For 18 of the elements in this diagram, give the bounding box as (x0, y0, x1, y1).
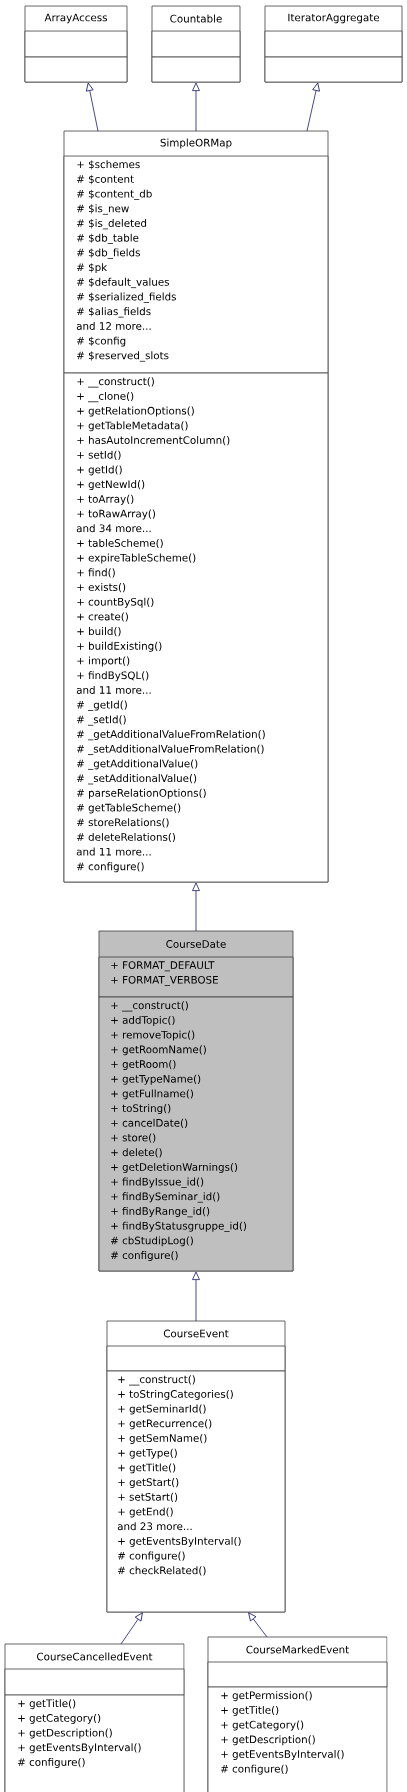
empty-compartment (264, 56, 403, 83)
empty-compartment (151, 56, 241, 83)
member-compartment: + $schemes # $content # $content_db # $is_new # $is_deleted # $db_table # $db_fields # $pk # $default_values # $serialized_fields # $alias_fields and 12 more... # $config # $reserved_slots (63, 155, 329, 374)
empty-compartment (24, 30, 128, 58)
empty-compartment (207, 1661, 388, 1688)
empty-compartment (151, 30, 241, 58)
member-compartment: + FORMAT_DEFAULT + FORMAT_VERBOSE (98, 956, 294, 998)
inheritance-arrow (192, 1271, 200, 1322)
inheritance-arrow (192, 82, 200, 132)
inheritance-arrow (248, 1612, 268, 1638)
empty-compartment (4, 1668, 185, 1696)
inheritance-arrow (306, 82, 320, 132)
empty-compartment (264, 30, 403, 58)
inheritance-arrow (120, 1612, 143, 1645)
inheritance-arrow (192, 882, 200, 932)
inheritance-arrow (85, 82, 99, 132)
empty-compartment (24, 56, 128, 83)
empty-compartment (106, 1345, 286, 1372)
